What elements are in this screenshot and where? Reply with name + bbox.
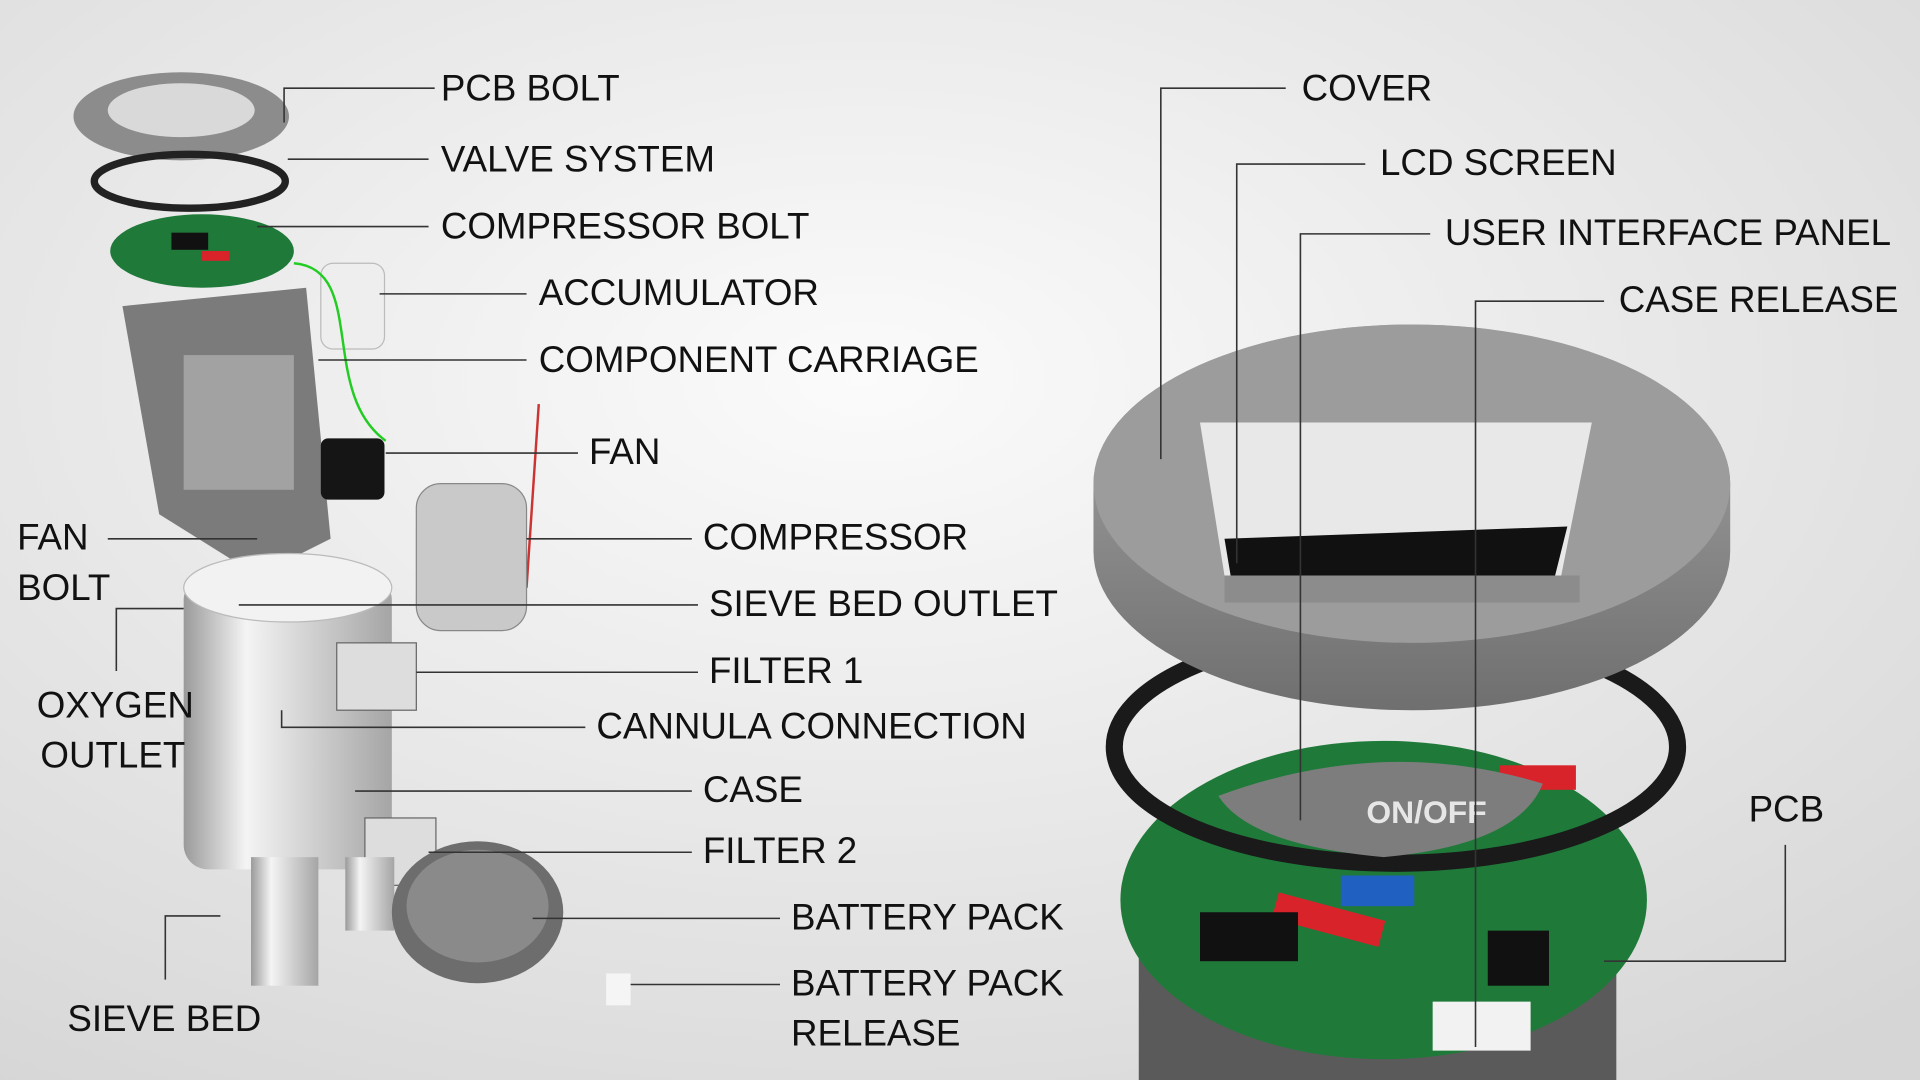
label-oxygen-outlet-line2: OUTLET bbox=[40, 735, 185, 776]
label-cover: COVER bbox=[1302, 67, 1433, 108]
right-assembly: ON/OFF bbox=[1093, 324, 1731, 1080]
label-battery-pack: BATTERY PACK bbox=[791, 896, 1064, 937]
on-off-button bbox=[1218, 761, 1543, 858]
label-user-interface-panel: USER INTERFACE PANEL bbox=[1445, 212, 1891, 253]
label-fan-bolt-line2: BOLT bbox=[17, 567, 110, 608]
label-battery-pack-release-line2: RELEASE bbox=[791, 1013, 960, 1054]
label-compressor: COMPRESSOR bbox=[703, 517, 968, 558]
label-sieve-bed: SIEVE BED bbox=[67, 998, 261, 1039]
label-valve-system: VALVE SYSTEM bbox=[441, 138, 715, 179]
filter1-part bbox=[336, 642, 417, 711]
label-battery-pack-release-line1: BATTERY PACK bbox=[791, 962, 1064, 1003]
valve-ring-part bbox=[90, 150, 289, 212]
label-cannula-connection: CANNULA CONNECTION bbox=[596, 705, 1026, 746]
label-component-carriage: COMPONENT CARRIAGE bbox=[539, 339, 979, 380]
sieve-bed-part bbox=[251, 857, 319, 986]
label-pcb: PCB bbox=[1749, 789, 1825, 830]
on-off-button-label: ON/OFF bbox=[1366, 794, 1486, 830]
accumulator-part bbox=[320, 262, 386, 350]
leader-lines bbox=[107, 87, 1787, 1047]
fan-part bbox=[320, 438, 385, 500]
compressor-part bbox=[415, 483, 528, 632]
label-case: CASE bbox=[703, 769, 803, 810]
label-compressor-bolt: COMPRESSOR BOLT bbox=[441, 206, 810, 247]
label-pcb-bolt: PCB BOLT bbox=[441, 67, 620, 108]
label-accumulator: ACCUMULATOR bbox=[539, 272, 819, 313]
label-oxygen-outlet-line1: OXYGEN bbox=[37, 684, 194, 725]
label-case-release: CASE RELEASE bbox=[1619, 279, 1899, 320]
labels: PCB BOLT VALVE SYSTEM COMPRESSOR BOLT AC… bbox=[17, 67, 1898, 1053]
label-lcd-screen: LCD SCREEN bbox=[1380, 142, 1617, 183]
label-filter-2: FILTER 2 bbox=[703, 830, 857, 871]
label-filter-1: FILTER 1 bbox=[709, 650, 863, 691]
label-fan: FAN bbox=[589, 431, 660, 472]
label-fan-bolt-line1: FAN bbox=[17, 517, 88, 558]
label-sieve-bed-outlet: SIEVE BED OUTLET bbox=[709, 583, 1058, 624]
